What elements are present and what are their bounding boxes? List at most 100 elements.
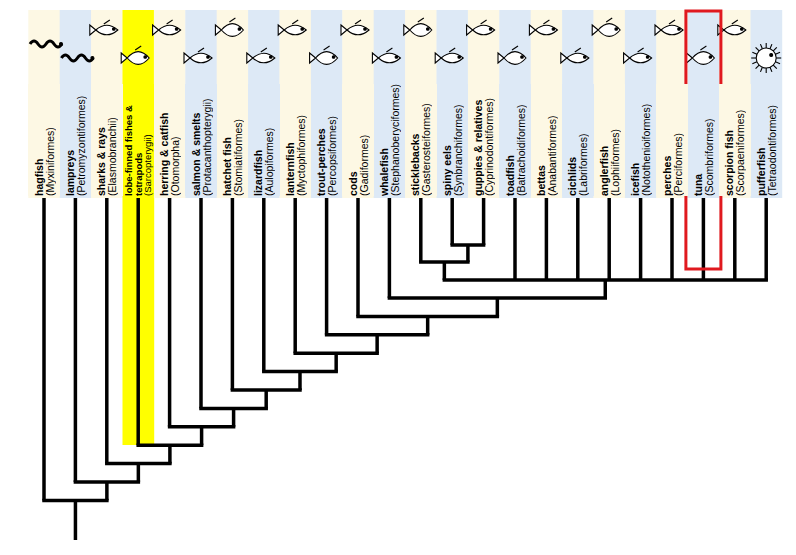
fin: [575, 48, 581, 52]
fish-icon: [159, 25, 181, 35]
common-name: salmon & smelts: [191, 86, 202, 196]
tail: [655, 25, 661, 35]
eye: [709, 56, 712, 59]
fin: [355, 20, 361, 24]
taxon-label: lizardfish(Aulopiformes): [253, 86, 274, 196]
taxon-label: sticklebacks(Gasterosteiformes): [410, 86, 431, 196]
taxon-label: tuna(Scombriformes): [693, 86, 714, 196]
eye: [144, 56, 147, 59]
fish-icons: [30, 18, 781, 73]
fish-icon: [221, 24, 243, 37]
tree-branch: [136, 198, 140, 445]
tree-branch: [137, 464, 141, 482]
taxon-label: lanternfish(Myctophiformes): [285, 86, 306, 196]
taxon-band: hagfish(Myxiniformes): [28, 84, 60, 196]
eye: [332, 56, 335, 59]
spine: [770, 67, 772, 72]
common-name: sharks & rays: [96, 86, 107, 196]
band-background: [28, 10, 60, 198]
eel-icon: [60, 43, 63, 46]
order-name: (Labriformes): [578, 86, 589, 196]
tree-branch: [482, 198, 486, 245]
taxon-band: pufferfish(Tetraodontiformes): [751, 84, 783, 196]
eel-icon: [91, 57, 94, 60]
fish-icon: [630, 53, 652, 63]
order-name: (Myxiniformes): [44, 86, 55, 196]
tree-branch: [607, 198, 611, 280]
taxon-label: salmon & smelts(Protacanthopterygii): [191, 86, 212, 196]
tail: [561, 53, 567, 63]
fin: [638, 48, 644, 52]
order-name: (Notothenioiformes): [641, 86, 652, 196]
band-background: [719, 10, 751, 198]
tail: [498, 53, 504, 63]
order-name: (Synbranchiformes): [452, 86, 463, 196]
band-background: [531, 10, 563, 198]
taxon-band: herring & catfish(Otomorpha): [154, 84, 186, 196]
tree-branch: [42, 198, 46, 500]
order-name: (Gasterosteiformes): [421, 86, 432, 196]
tail: [184, 53, 190, 63]
fish-icon: [692, 52, 714, 65]
fin: [481, 20, 487, 24]
band-background: [217, 10, 249, 198]
taxon-band: guppies & relatives(Cyprinodontiformes): [468, 84, 500, 196]
tree-branch: [199, 198, 203, 408]
tree-branch: [293, 198, 297, 353]
fish-icon: [661, 25, 683, 35]
taxon-band: cichlids(Labriformes): [562, 84, 594, 196]
band-background: [468, 10, 500, 198]
eye: [458, 56, 461, 59]
fish-icon: [598, 24, 620, 37]
tail: [624, 53, 630, 63]
common-name: herring & catfish: [159, 86, 170, 196]
tail: [341, 25, 347, 35]
common-name: perches: [662, 86, 673, 196]
tree-branch: [388, 198, 392, 298]
common-name: spiny eels: [442, 86, 453, 196]
tail: [404, 25, 410, 35]
order-name: (Anabantiformes): [547, 86, 558, 196]
fish-icon: [316, 52, 338, 65]
spine: [775, 52, 780, 54]
tree-branch: [298, 372, 302, 390]
eye: [741, 28, 744, 31]
taxon-band: anglerfish(Lophiiformes): [594, 84, 626, 196]
taxon-label: sharks & rays(Elasmobranchii): [96, 86, 117, 196]
band-background: [405, 10, 437, 198]
band-background: [562, 10, 594, 198]
tree-branch: [576, 198, 580, 280]
order-name: (Lophiiformes): [609, 86, 620, 196]
fin: [198, 48, 204, 52]
common-name: whalefish: [379, 86, 390, 196]
tree-branch: [262, 198, 266, 372]
eye: [521, 56, 524, 59]
fin: [700, 46, 706, 50]
fin: [386, 48, 392, 52]
common-name: sticklebacks: [410, 86, 421, 196]
spine: [752, 62, 757, 64]
spine: [770, 44, 772, 49]
taxon-band: toadfish(Batrachoidiformes): [499, 84, 531, 196]
fish-icon: [347, 25, 369, 35]
fin: [512, 46, 518, 50]
fin: [449, 48, 455, 52]
order-name: (Batrachoidiformes): [515, 86, 526, 196]
taxon-label: cods(Gadiformes): [348, 86, 369, 196]
tree-branch: [168, 445, 172, 463]
fin: [135, 46, 141, 50]
fin: [606, 18, 612, 22]
taxon-label: scorpion fish(Scorpaeniformes): [724, 86, 745, 196]
fish-icon: [535, 25, 557, 35]
fish-icon: [567, 53, 589, 63]
spine: [766, 68, 767, 73]
taxon-label: spiny eels(Synbranchiformes): [442, 86, 463, 196]
taxon-band: spiny eels(Synbranchiformes): [437, 84, 469, 196]
band-background: [248, 10, 280, 198]
fin: [324, 46, 330, 50]
spine: [773, 47, 777, 51]
fish-icon: [724, 25, 746, 35]
taxon-label: perches(Perciformes): [662, 86, 683, 196]
common-name: lanternfish: [285, 86, 296, 196]
